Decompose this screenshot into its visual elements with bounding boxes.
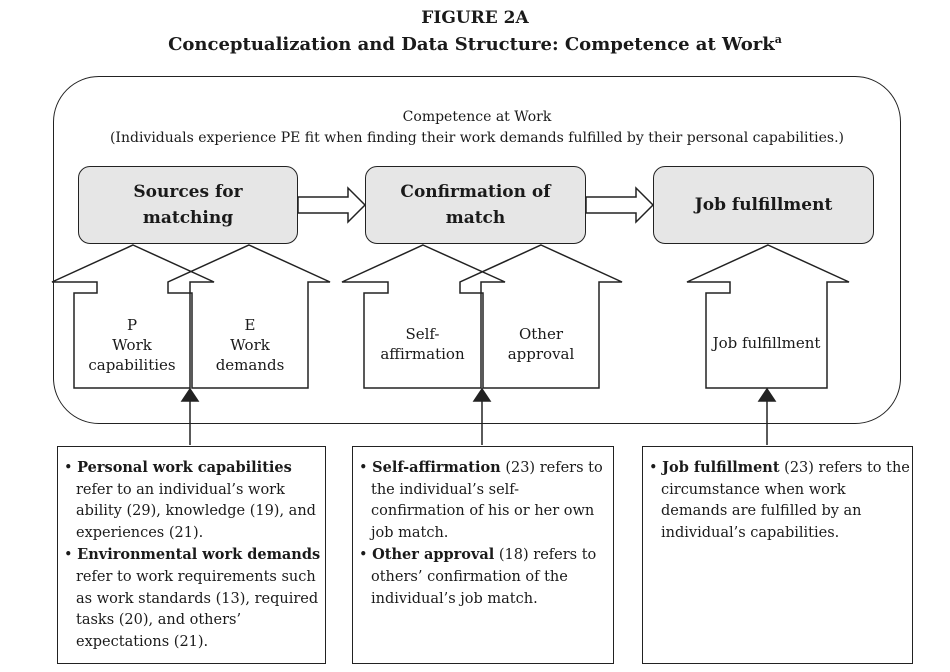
component-p-line2: capabilities [88,356,176,374]
competence-container [53,76,901,424]
component-e-tag: E [244,316,256,334]
note-3-item-1: • Job fulfillment (23) refers to the cir… [649,457,910,544]
bullet: • [359,460,368,476]
arrowhead-1 [180,387,200,402]
figure-title: Conceptualization and Data Structure: Co… [0,33,950,55]
note-sources-for-matching: • Personal work capabilities refer to an… [57,446,326,664]
house-e [167,244,331,389]
house-other [459,244,623,389]
stage-1-line1: Sources for [133,182,243,202]
component-e-line1: Work [230,336,270,354]
note-1-term-1: Personal work capabilities [77,459,292,476]
figure-number: FIGURE 2A [421,8,529,28]
note-1-item-1: • Personal work capabilities refer to an… [64,457,323,544]
note-2-term-1: Self-affirmation [372,459,501,476]
note-1-term-2: Environmental work demands [77,546,321,564]
bullet: • [649,460,658,476]
component-other-approval: Other approval [483,324,599,364]
arrowhead-3 [757,387,777,402]
component-other-line1: Other [518,325,564,343]
component-self-line1: Self- [405,325,440,343]
component-e-line2: demands [215,356,285,374]
figure-title-footnote-mark: a [774,33,782,46]
component-other-line2: approval [507,345,575,363]
component-self-affirmation: Self- affirmation [364,324,481,364]
note-2-text-2: (18) refers to others’ confirmation of t… [371,547,597,607]
block-arrow-1 [297,186,367,224]
stage-1-line2: matching [142,208,234,228]
component-e: E Work demands [192,315,308,375]
house-p [51,244,215,389]
stage-sources-for-matching: Sources for matching [78,166,298,244]
component-p: P Work capabilities [74,315,190,375]
note-3-term-1: Job fulfillment [662,459,780,476]
note-1-text-2: refer to work requirements such as work … [76,568,319,650]
stage-3-label: Job fulfillment [694,195,833,215]
note-confirmation-of-match: • Self-affirmation (23) refers to the in… [352,446,614,664]
house-self [341,244,506,389]
block-arrow-2 [585,186,655,224]
component-self-line2: affirmation [380,345,465,363]
note-job-fulfillment: • Job fulfillment (23) refers to the cir… [642,446,913,664]
stage-job-fulfillment: Job fulfillment [653,166,874,244]
competence-subtitle: (Individuals experience PE fit when find… [109,130,845,146]
note-2-text-1: (23) refers to the individual’s self-con… [371,460,603,541]
note-2-item-2: • Other approval (18) refers to others’ … [359,544,611,610]
note-3-text-1: (23) refers to the circumstance when wor… [661,460,910,541]
bullet: • [64,547,73,564]
house-job [686,244,850,389]
stage-confirmation-of-match: Confirmation of match [365,166,586,244]
note-1-text-1: refer to an individual’s work ability (2… [76,481,316,541]
competence-title: Competence at Work [402,109,552,125]
note-1-item-2: • Environmental work demands refer to wo… [64,544,323,653]
note-2-item-1: • Self-affirmation (23) refers to the in… [359,457,611,544]
component-p-tag: P [126,316,138,334]
component-p-line1: Work [112,336,152,354]
figure-title-text: Conceptualization and Data Structure: Co… [168,34,775,55]
bullet: • [64,460,73,476]
component-job-fulfillment: Job fulfillment [712,334,821,352]
arrowhead-2 [472,387,492,402]
bullet: • [359,547,368,564]
note-2-term-2: Other approval [372,546,495,564]
stage-2-line1: Confirmation of [400,182,551,202]
stage-2-line2: match [445,208,506,228]
